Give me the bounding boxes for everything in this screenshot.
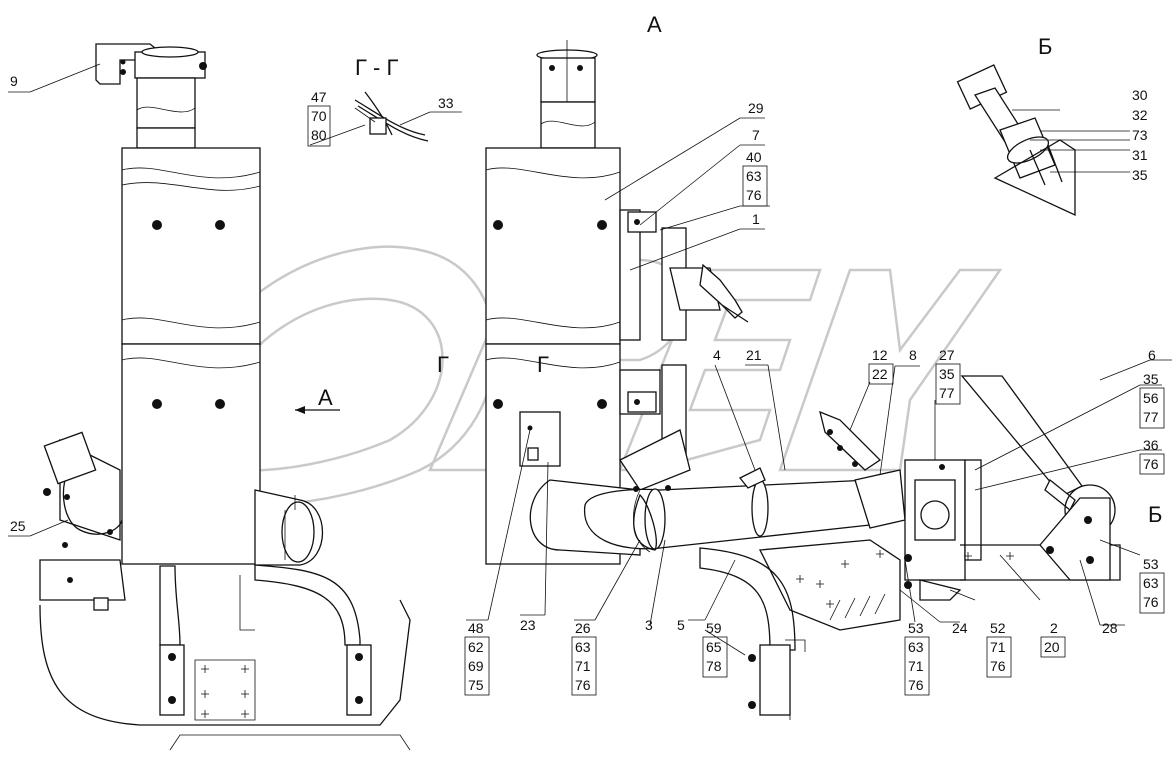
callout-70: 70: [311, 108, 327, 124]
callout-71: 71: [575, 658, 591, 674]
section-mark-left: Г: [437, 352, 449, 377]
callout-76d: 76: [908, 677, 924, 693]
callout-47: 47: [311, 89, 327, 105]
callout-30: 30: [1132, 87, 1148, 103]
callout-59: 59: [706, 620, 722, 636]
callout-9: 9: [10, 73, 18, 89]
view-b-side-title: Б: [1148, 502, 1162, 527]
callout-33: 33: [438, 95, 454, 111]
callout-63c: 63: [908, 639, 924, 655]
callout-76: 76: [746, 187, 762, 203]
callout-35b: 35: [939, 366, 955, 382]
section-title: Г - Г: [355, 55, 398, 80]
callout-71c: 71: [990, 639, 1006, 655]
callout-75: 75: [468, 677, 484, 693]
view-b-detail: [956, 64, 1076, 217]
view-a-title: А: [647, 12, 662, 37]
left-view: [39, 43, 411, 751]
callout-80: 80: [311, 127, 327, 143]
callout-27: 27: [939, 347, 955, 363]
callout-3: 3: [645, 617, 653, 633]
callout-63d: 63: [1143, 575, 1159, 591]
callout-65: 65: [706, 639, 722, 655]
callout-40: 40: [746, 149, 762, 165]
callout-26: 26: [575, 620, 591, 636]
callout-31: 31: [1132, 147, 1148, 163]
callout-76c: 76: [575, 677, 591, 693]
callout-76e: 76: [990, 658, 1006, 674]
callout-2: 2: [1050, 620, 1058, 636]
callout-36: 36: [1143, 437, 1159, 453]
callout-28: 28: [1102, 620, 1118, 636]
callout-77: 77: [939, 385, 955, 401]
callout-24: 24: [952, 620, 968, 636]
callout-4: 4: [713, 347, 721, 363]
callout-73: 73: [1132, 127, 1148, 143]
callout-62: 62: [468, 639, 484, 655]
callout-56: 56: [1143, 390, 1159, 406]
callout-5: 5: [677, 617, 685, 633]
callout-7: 7: [752, 127, 760, 143]
callout-25: 25: [10, 518, 26, 534]
callout-48: 48: [468, 620, 484, 636]
callout-20: 20: [1044, 639, 1060, 655]
callout-8: 8: [909, 347, 917, 363]
callout-53: 53: [908, 620, 924, 636]
callout-77b: 77: [1143, 409, 1159, 425]
view-a: [485, 40, 1121, 720]
callout-35c: 35: [1143, 371, 1159, 387]
callout-22: 22: [872, 366, 888, 382]
leader-lines: [8, 63, 1172, 656]
callout-63: 63: [746, 168, 762, 184]
callout-21: 21: [746, 347, 762, 363]
callout-29: 29: [748, 100, 764, 116]
callout-32: 32: [1132, 107, 1148, 123]
labels: А Б Б Г - Г Г Г А 9 25 47 70 80 33 29 7 …: [10, 12, 1162, 693]
callout-69: 69: [468, 658, 484, 674]
callout-53b: 53: [1143, 556, 1159, 572]
callout-63b: 63: [575, 639, 591, 655]
callout-6: 6: [1148, 347, 1156, 363]
callout-23: 23: [520, 617, 536, 633]
callout-1: 1: [752, 211, 760, 227]
callout-76b: 76: [1143, 456, 1159, 472]
callout-71b: 71: [908, 658, 924, 674]
callout-12: 12: [872, 347, 888, 363]
callout-35: 35: [1132, 167, 1148, 183]
rod-bracket: [960, 375, 1116, 581]
callout-78: 78: [706, 658, 722, 674]
view-b-title: Б: [1038, 34, 1052, 59]
arrow-a-label: А: [318, 385, 333, 410]
callout-52: 52: [990, 620, 1006, 636]
section-g-g-detail: [354, 91, 429, 142]
section-mark-right: Г: [537, 352, 549, 377]
callout-boxes: [307, 105, 1165, 696]
callout-76f: 76: [1143, 594, 1159, 610]
